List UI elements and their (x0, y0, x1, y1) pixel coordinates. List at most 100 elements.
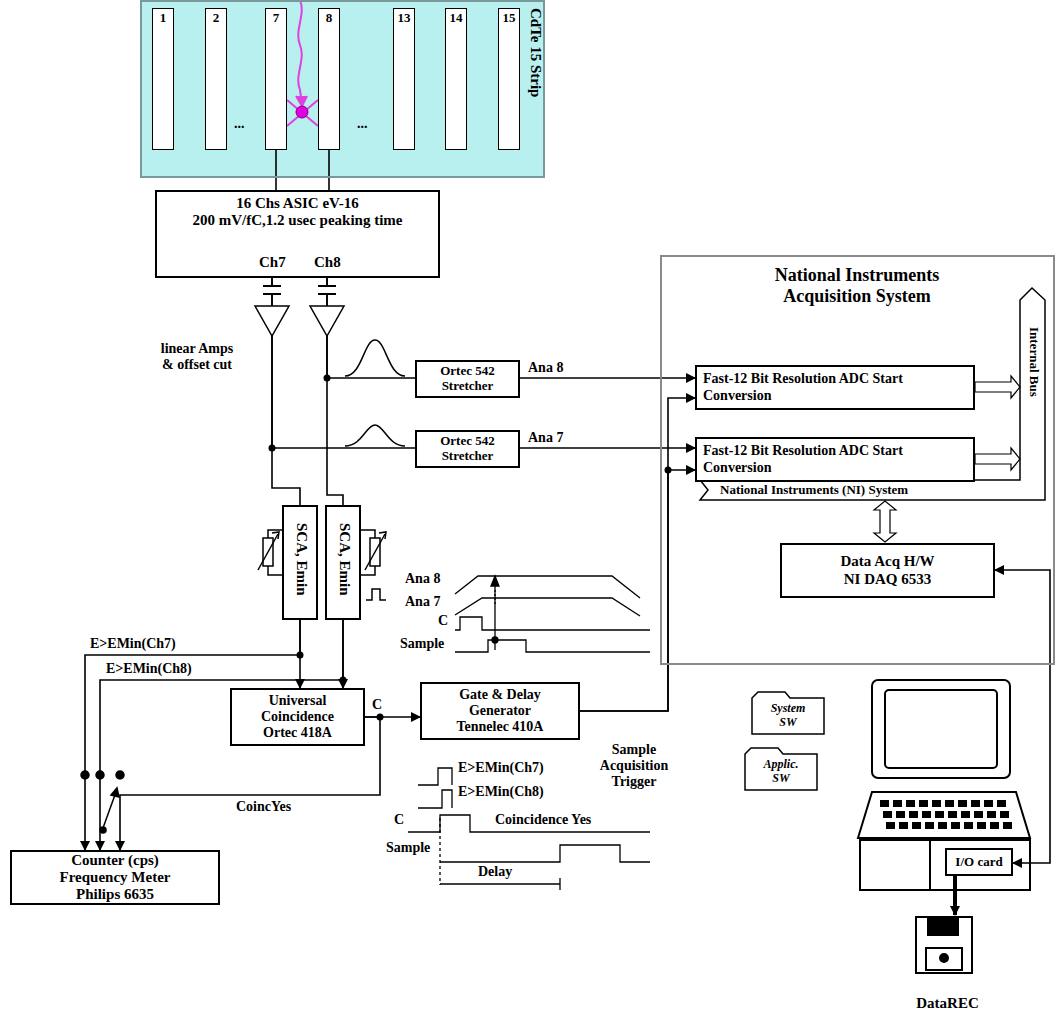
signal-name: Sample (386, 840, 430, 856)
keyboard-key (906, 800, 915, 807)
software-folder-text: System SW (763, 702, 813, 730)
asic-box-text: Ch8 (314, 254, 341, 271)
detector-strip-text: 1 (160, 11, 167, 26)
gate-delay-box: Gate & Delay Generator Tennelec 410A (420, 682, 580, 740)
keyboard-key (958, 800, 967, 807)
stretcher-box-text: Ortec 542 Stretcher (421, 364, 514, 394)
sca-box-text: SCA, Emin (336, 523, 354, 596)
detector-band: CdTe 15 Strip 1 2 7 8 13 14 15 (140, 0, 545, 178)
floppy-disk (916, 917, 972, 973)
detector-strip: 15 (498, 8, 520, 150)
counter-box-text: Counter (cps) Frequency Meter Philips 66… (45, 852, 185, 904)
computer (858, 680, 1030, 890)
signal-name: Ana 7 (405, 594, 440, 610)
signal-wire (275, 150, 277, 190)
detector-strip: 2 (205, 8, 227, 150)
coupling-capacitor (262, 286, 337, 294)
keyboard-key (945, 800, 954, 807)
detector-strip-text: 13 (398, 11, 411, 26)
daq-box: Data Acq H/W NI DAQ 6533 (780, 543, 995, 598)
keyboard-key (1003, 822, 1012, 829)
signal-name: Ana 8 (405, 571, 440, 587)
detector-strip-text: 15 (503, 11, 516, 26)
signal-name: E>EMin(Ch8) (458, 784, 544, 800)
keyboard-key (919, 800, 928, 807)
asic-box-text: Ch7 (259, 254, 286, 271)
keyboard-key (987, 811, 996, 818)
acquisition-panel: National Instruments Acquisition SystemN… (660, 255, 1055, 665)
acquisition-panel-text: Internal Bus (1025, 327, 1043, 397)
stretcher-box-text: Ortec 542 Stretcher (421, 434, 514, 464)
keyboard-key (932, 800, 941, 807)
keyboard-keys (880, 800, 1012, 829)
dimension-label: Delay (478, 864, 512, 880)
io-card: I/O card (945, 848, 1013, 876)
keyboard-key (893, 800, 902, 807)
edge-label: E>EMin(Ch8) (106, 661, 192, 677)
signal-name: E>EMin(Ch7) (458, 760, 544, 776)
keyboard-key (909, 811, 918, 818)
software-folder: Applic. SW (745, 754, 817, 790)
detector-strip: 14 (445, 8, 467, 150)
signal-wire (580, 470, 695, 711)
signal-wire (995, 570, 1050, 863)
software-folder-text: Applic. SW (756, 758, 806, 786)
data-disk: DataREC (905, 915, 990, 1020)
keyboard-key (883, 811, 892, 818)
detector-strip-text: 2 (213, 11, 220, 26)
keyboard-key (990, 822, 999, 829)
sca-box-text: SCA, Emin (293, 523, 311, 596)
signal-name: Sample Acquisition Trigger (588, 742, 680, 790)
sca-box: SCA, Emin (282, 505, 318, 620)
daq-box-text: Data Acq H/W NI DAQ 6533 (833, 553, 943, 588)
edge-label: Ana 8 (528, 360, 563, 376)
signal-name: C (438, 613, 448, 629)
keyboard-key (1000, 811, 1009, 818)
ellipsis: ... (234, 116, 245, 132)
detector-strip-text: 7 (273, 11, 280, 26)
adc-box-text: Fast-12 Bit Resolution ADC Start Convers… (703, 443, 903, 475)
detector-fill (140, 0, 545, 178)
keyboard-key (948, 811, 957, 818)
keyboard-key (880, 800, 889, 807)
photon-track (287, 0, 318, 126)
asic-box: 16 Chs ASIC eV-16200 mV/fC,1.2 usec peak… (155, 190, 440, 278)
signal-wire (272, 278, 415, 448)
detector-strip: 7 (265, 8, 287, 150)
keyboard-key (922, 811, 931, 818)
detector-strip-text: 14 (450, 11, 463, 26)
acquisition-panel-text: National Instruments (NI) System (720, 483, 908, 498)
signal-wire (953, 876, 957, 915)
keyboard-key (961, 811, 970, 818)
software-folders (745, 692, 824, 790)
keyboard-key (938, 822, 947, 829)
keyboard-key (984, 800, 993, 807)
keyboard-key (925, 822, 934, 829)
acquisition-panel-text: National Instruments Acquisition System (742, 265, 972, 306)
keyboard-key (896, 811, 905, 818)
adc-box: Fast-12 Bit Resolution ADC Start Convers… (695, 437, 975, 482)
keyboard-key (935, 811, 944, 818)
signal-name: Coincidence Yes (495, 812, 591, 828)
edge-label: E>EMin(Ch7) (90, 636, 176, 652)
detector-strip-text: 8 (326, 11, 333, 26)
signal-wire (520, 377, 695, 379)
stretcher-box: Ortec 542 Stretcher (415, 360, 520, 398)
detector-strip: 8 (318, 8, 340, 150)
threshold-potentiometer (258, 530, 386, 575)
asic-box-text: 16 Chs ASIC eV-16 (236, 195, 359, 212)
detector-strip: 1 (152, 8, 174, 150)
detector-band-text: CdTe 15 Strip (527, 8, 545, 97)
edge-label: Ana 7 (528, 430, 563, 446)
signal-wire (328, 150, 330, 190)
annotation: linear Amps & offset cut (155, 341, 239, 373)
signal-name: Sample (400, 636, 444, 652)
signal-name: C (394, 812, 404, 828)
keyboard-key (971, 800, 980, 807)
coincidence-box: Universal Coincidence Ortec 418A (230, 688, 365, 746)
selector-switch (81, 771, 124, 833)
edge-label: C (372, 697, 382, 713)
timing-diagram (408, 576, 650, 890)
sca-box: SCA, Emin (325, 505, 361, 620)
edge-label: CoincYes (236, 799, 291, 815)
